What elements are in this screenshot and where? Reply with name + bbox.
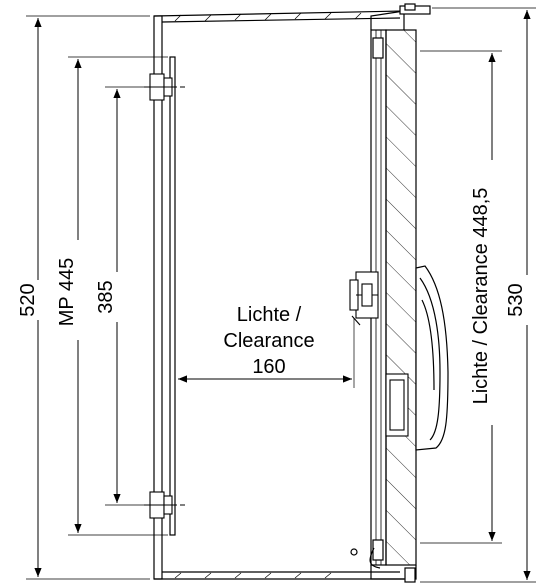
label-160: 160 [252,356,285,378]
top-wall-inner [161,17,401,23]
lock-mechanism [349,271,379,326]
mounting-bolt-top [144,73,185,101]
mounting-bolt-bottom [144,491,185,519]
label-mp-445: MP 445 [56,258,78,327]
label-530: 530 [505,283,527,316]
enclosure-body [153,10,405,580]
mounting-plate [169,56,176,536]
top-wall-outer [153,10,405,17]
door-handle [415,265,449,451]
door-hatched-panel [385,29,417,566]
label-385: 385 [95,280,117,313]
label-520: 520 [17,283,39,316]
label-clearance-448-5: Lichte / Clearance 448,5 [470,188,492,405]
inner-rail [385,373,409,437]
door-section [350,3,431,583]
label-clearance-line2: Clearance [223,330,314,352]
label-clearance-line1: Lichte / [237,304,302,326]
